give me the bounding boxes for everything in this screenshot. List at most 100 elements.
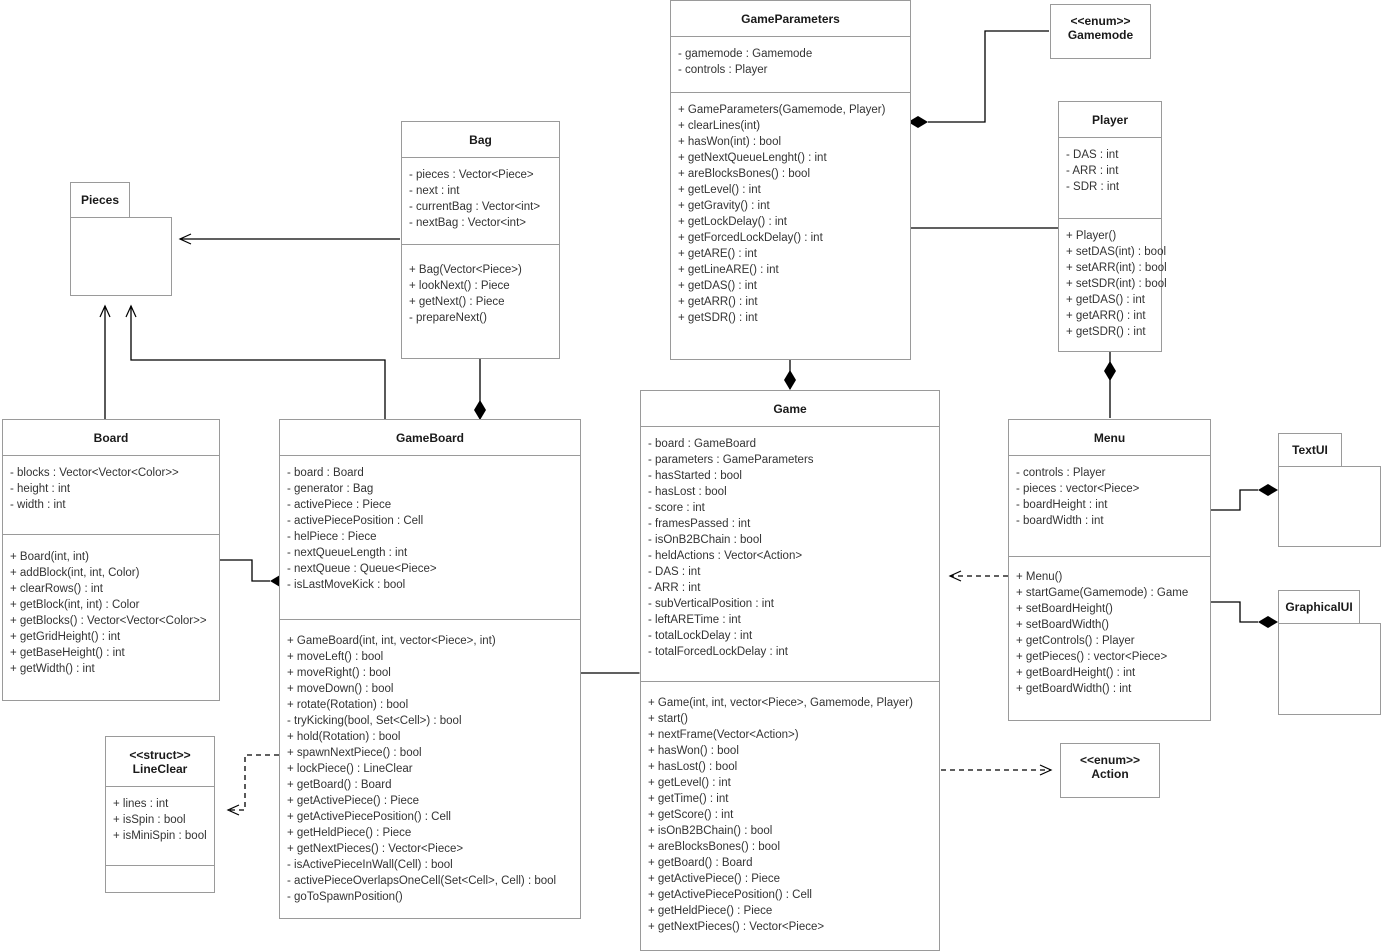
method-row: - activePieceOverlapsOneCell(Set<Cell>, … — [287, 875, 557, 887]
method-row: + getDAS() : int — [1066, 294, 1145, 306]
method-row: + getControls() : Player — [1016, 635, 1135, 647]
method-row: + moveLeft() : bool — [287, 651, 384, 663]
divider — [3, 455, 219, 456]
divider — [671, 92, 910, 93]
class-title: GraphicalUI — [1278, 590, 1360, 624]
method-row: + getActivePiece() : Piece — [287, 795, 419, 807]
attribute-row: - isOnB2BChain : bool — [648, 534, 762, 546]
methods-compartment: + Menu() + startGame(Gamemode) : Game + … — [1009, 557, 1210, 706]
attribute-row: - boardWidth : int — [1016, 515, 1104, 527]
attribute-row: + lines : int — [113, 798, 169, 810]
method-row: + getBoard() : Board — [648, 857, 753, 869]
method-row: + spawnNextPiece() : bool — [287, 747, 422, 759]
attribute-row: - hasLost : bool — [648, 486, 727, 498]
method-row: + getWidth() : int — [10, 663, 95, 675]
divider — [671, 36, 910, 37]
method-row: + Game(int, int, vector<Piece>, Gamemode… — [648, 697, 913, 709]
class-body-empty — [1278, 466, 1381, 547]
method-row: + getLockDelay() : int — [678, 216, 787, 228]
method-row: - goToSpawnPosition() — [287, 891, 403, 903]
attribute-row: - pieces : vector<Piece> — [1016, 483, 1140, 495]
attribute-row: - activePiecePosition : Cell — [287, 515, 424, 527]
class-box-gameparameters[interactable]: GameParameters - gamemode : Gamemode - c… — [670, 0, 911, 360]
class-title: Player — [1091, 113, 1129, 127]
method-row: + clearRows() : int — [10, 583, 103, 595]
method-row: + getGridHeight() : int — [10, 631, 121, 643]
divider — [106, 786, 214, 787]
method-row: + lookNext() : Piece — [409, 280, 510, 292]
class-title: Pieces — [70, 182, 130, 218]
method-row: + Bag(Vector<Piece>) — [409, 264, 522, 276]
method-row: + getScore() : int — [648, 809, 734, 821]
divider — [402, 244, 559, 245]
class-box-graphicalui[interactable]: GraphicalUI — [1278, 590, 1381, 715]
method-row: + Player() — [1066, 230, 1117, 242]
class-box-lineclear[interactable]: <<struct>> LineClear + lines : int + isS… — [105, 736, 215, 893]
class-box-gameboard[interactable]: GameBoard - board : Board - generator : … — [279, 419, 581, 919]
method-row: + getBoard() : Board — [287, 779, 392, 791]
attribute-row: - isLastMoveKick : bool — [287, 579, 406, 591]
class-box-game[interactable]: Game - board : GameBoard - parameters : … — [640, 390, 940, 951]
method-row: + getBlock(int, int) : Color — [10, 599, 140, 611]
method-row: + GameParameters(Gamemode, Player) — [678, 104, 886, 116]
attribute-row: + isMiniSpin : bool — [113, 830, 207, 842]
class-box-bag[interactable]: Bag - pieces : Vector<Piece> - next : in… — [401, 121, 560, 359]
method-row: + rotate(Rotation) : bool — [287, 699, 409, 711]
class-box-textui[interactable]: TextUI — [1278, 433, 1381, 547]
attribute-row: - heldActions : Vector<Action> — [648, 550, 803, 562]
class-box-pieces[interactable]: Pieces — [70, 182, 172, 296]
attribute-row: - boardHeight : int — [1016, 499, 1108, 511]
attribute-row: - SDR : int — [1066, 181, 1120, 193]
attribute-row: - hasStarted : bool — [648, 470, 742, 482]
method-row: + hasLost() : bool — [648, 761, 738, 773]
attribute-row: - nextQueueLength : int — [287, 547, 408, 559]
attribute-row: - score : int — [648, 502, 705, 514]
divider — [402, 157, 559, 158]
methods-compartment: + Player() + setDAS(int) : bool + setARR… — [1059, 219, 1167, 349]
method-row: + getSDR() : int — [678, 312, 758, 324]
class-box-menu[interactable]: Menu - controls : Player - pieces : vect… — [1008, 419, 1211, 721]
method-row: + getGravity() : int — [678, 200, 770, 212]
divider — [641, 426, 939, 427]
method-row: + getPieces() : vector<Piece> — [1016, 651, 1168, 663]
method-row: + areBlocksBones() : bool — [648, 841, 780, 853]
attributes-compartment: - board : GameBoard - parameters : GameP… — [641, 427, 939, 681]
class-box-gamemode[interactable]: <<enum>> Gamemode — [1050, 4, 1151, 59]
methods-compartment: + Game(int, int, vector<Piece>, Gamemode… — [641, 682, 939, 944]
attribute-row: - ARR : int — [648, 582, 701, 594]
method-row: + nextFrame(Vector<Action>) — [648, 729, 799, 741]
class-box-player[interactable]: Player - DAS : int - ARR : int - SDR : i… — [1058, 101, 1167, 352]
attribute-row: - totalLockDelay : int — [648, 630, 753, 642]
method-row: + setBoardHeight() — [1016, 603, 1113, 615]
attributes-compartment: - board : Board - generator : Bag - acti… — [280, 456, 580, 619]
class-body-empty — [1278, 623, 1381, 715]
methods-compartment: + Bag(Vector<Piece>) + lookNext() : Piec… — [402, 245, 559, 335]
method-row: + getLineARE() : int — [678, 264, 779, 276]
attribute-row: - width : int — [10, 499, 66, 511]
method-row: + areBlocksBones() : bool — [678, 168, 810, 180]
method-row: + Menu() — [1016, 571, 1063, 583]
method-row: + isOnB2BChain() : bool — [648, 825, 773, 837]
methods-compartment-empty — [106, 866, 214, 892]
class-title: Board — [93, 431, 129, 445]
attribute-row: - board : GameBoard — [648, 438, 757, 450]
method-row: + getBlocks() : Vector<Vector<Color>> — [10, 615, 207, 627]
method-row: + getSDR() : int — [1066, 326, 1146, 338]
attributes-compartment: - gamemode : Gamemode - controls : Playe… — [671, 37, 910, 92]
attribute-row: - height : int — [10, 483, 71, 495]
class-box-action[interactable]: <<enum>> Action — [1060, 743, 1160, 798]
method-row: + addBlock(int, int, Color) — [10, 567, 140, 579]
class-box-board[interactable]: Board - blocks : Vector<Vector<Color>> -… — [2, 419, 220, 701]
attribute-row: - board : Board — [287, 467, 364, 479]
attribute-row: - leftARETime : int — [648, 614, 741, 626]
divider — [280, 455, 580, 456]
method-row: + getLevel() : int — [678, 184, 761, 196]
method-row: - prepareNext() — [409, 312, 487, 324]
class-title: <<enum>> Action — [1079, 753, 1141, 781]
divider — [1009, 556, 1210, 557]
class-body-empty — [70, 217, 172, 296]
method-row: + setSDR(int) : bool — [1066, 278, 1167, 290]
attribute-row: - parameters : GameParameters — [648, 454, 814, 466]
class-title: GameBoard — [395, 431, 465, 445]
